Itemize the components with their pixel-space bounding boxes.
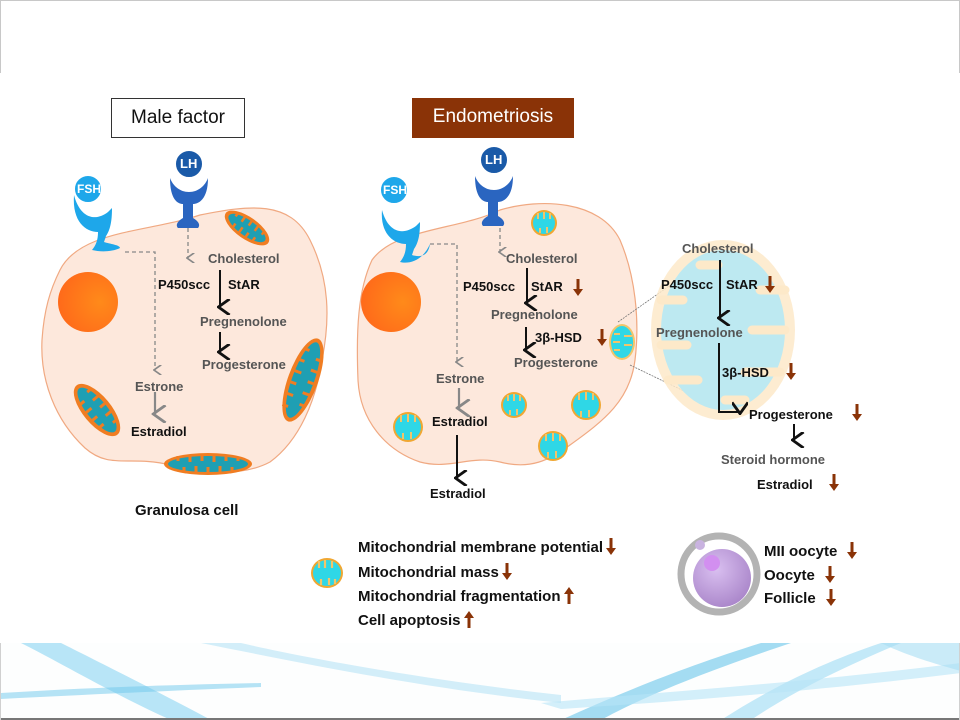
legend-mitochondrion-icon <box>311 558 343 588</box>
fsh-label-left: FSH <box>77 182 101 196</box>
effect-label: Follicle <box>764 590 816 607</box>
effect-item: Mitochondrial fragmentation <box>358 587 574 604</box>
effect-item: Cell apoptosis <box>358 611 474 628</box>
mitochondrion <box>224 210 270 246</box>
mitochondrion <box>281 338 324 422</box>
mitochondrion-detail <box>651 240 795 440</box>
arrow-down-icon <box>825 589 836 606</box>
endometriosis-title: Endometriosis <box>412 98 574 138</box>
fsh-receptor-right <box>379 175 430 263</box>
oocyte-icon <box>677 532 761 616</box>
arrow-down-icon <box>829 474 839 491</box>
right-p450scc-label: P450scc <box>463 279 516 294</box>
mito-p450scc-label: P450scc <box>661 277 714 292</box>
right-progesterone-label: Progesterone <box>514 355 598 370</box>
left-cholesterol-label: Cholesterol <box>208 251 280 266</box>
arrow-down-icon <box>597 329 607 346</box>
mitochondrion <box>164 453 252 475</box>
slide-top-frame <box>0 0 960 73</box>
effect-item: Mitochondrial mass <box>358 563 512 580</box>
fsh-label-right: FSH <box>383 183 407 197</box>
right-3b-hsd-label: 3β-HSD <box>535 330 582 345</box>
slide-footer-decoration <box>0 643 960 720</box>
left-pregnenolone-label: Pregnenolone <box>200 314 287 329</box>
left-star-label: StAR <box>228 277 260 292</box>
mito-3b-hsd-label: 3β-HSD <box>722 365 769 380</box>
arrow-down-icon <box>847 542 858 559</box>
fsh-receptor-left <box>73 174 120 252</box>
mitochondrion-fragmented <box>531 210 557 236</box>
effect-item: MII oocyte <box>764 542 858 560</box>
effect-item: Follicle <box>764 589 836 606</box>
mito-progesterone-label: Progesterone <box>749 407 833 422</box>
effect-label: Cell apoptosis <box>358 612 461 629</box>
mitochondrion <box>73 383 121 437</box>
right-star-label: StAR <box>531 279 563 294</box>
lh-receptor-left <box>170 149 208 228</box>
mito-pregnenolone-label: Pregnenolone <box>656 325 743 340</box>
zoom-guide-line <box>629 364 689 394</box>
mitochondrion-fragmented <box>609 324 635 360</box>
left-p450scc-label: P450scc <box>158 277 211 292</box>
right-pregnenolone-label: Pregnenolone <box>491 307 578 322</box>
cell-membrane <box>41 207 328 473</box>
nucleus <box>58 272 118 332</box>
fsh-signal-path <box>430 243 457 362</box>
nucleus <box>361 272 421 332</box>
mito-estradiol-label: Estradiol <box>757 477 813 492</box>
lh-receptor-right <box>475 145 513 226</box>
effect-label: Mitochondrial mass <box>358 564 499 581</box>
arrow-down-icon <box>824 566 835 583</box>
right-cholesterol-label: Cholesterol <box>506 251 578 266</box>
left-estrone-label: Estrone <box>135 379 184 394</box>
arrow-up-icon <box>463 611 474 628</box>
arrow-preg-prog <box>718 343 740 412</box>
footer-bottom-line <box>1 718 959 720</box>
mito-star-label: StAR <box>726 277 758 292</box>
arrow-down-icon <box>573 279 583 296</box>
mito-cholesterol-label: Cholesterol <box>682 241 754 256</box>
arrow-down-icon <box>786 363 796 380</box>
left-estradiol-label: Estradiol <box>131 424 187 439</box>
effect-label: Mitochondrial membrane potential <box>358 539 604 556</box>
wave-decoration <box>1 643 959 720</box>
mitochondrion-fragmented <box>538 431 568 461</box>
right-estradiol-label: Estradiol <box>432 414 488 429</box>
mitochondrion-fragmented <box>393 412 423 442</box>
mitochondrion-fragmented <box>501 392 527 418</box>
left-progesterone-label: Progesterone <box>202 357 286 372</box>
effect-item: Mitochondrial membrane potential <box>358 538 617 556</box>
fsh-signal-path <box>125 251 155 370</box>
arrow-down-icon <box>501 563 512 580</box>
steroid-hormone-label: Steroid hormone <box>721 452 826 467</box>
arrow-down-icon <box>765 276 775 293</box>
effect-item: Oocyte <box>764 566 835 583</box>
granulosa-cell-caption: Granulosa cell <box>135 502 239 519</box>
arrow-down-icon <box>852 404 862 421</box>
right-estrone-label: Estrone <box>436 371 485 386</box>
cell-membrane <box>356 202 638 466</box>
effect-label: Mitochondrial fragmentation <box>358 588 561 605</box>
right-granulosa-cell <box>356 202 689 478</box>
estradiol-output-label: Estradiol <box>430 486 486 501</box>
lh-label-right: LH <box>485 152 503 167</box>
male-factor-title: Male factor <box>111 98 245 138</box>
mitochondrion-fragmented <box>571 390 601 420</box>
effect-label: Oocyte <box>764 567 815 584</box>
left-granulosa-cell <box>41 207 328 475</box>
lh-label-left: LH <box>180 156 198 171</box>
arrow-down-icon <box>606 538 617 555</box>
effect-label: MII oocyte <box>764 543 838 560</box>
arrow-up-icon <box>563 587 574 604</box>
